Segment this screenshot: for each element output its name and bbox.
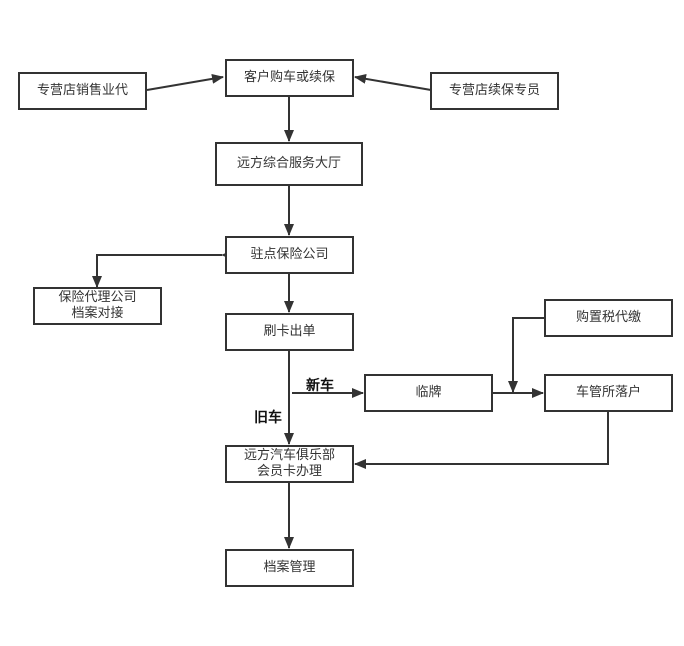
node-purchase-tax: 购置税代缴 [544,299,673,337]
arrow-registration-to-club [354,411,609,469]
node-card-swipe: 刷卡出单 [225,313,354,351]
node-temp-plate: 临牌 [364,374,493,412]
node-club-card: 远方汽车俱乐部 会员卡办理 [225,445,354,483]
arrow-renewal-to-customer [354,73,432,91]
node-service-hall: 远方综合服务大厅 [215,142,363,186]
node-customer: 客户购车或续保 [225,59,354,97]
node-vehicle-registration: 车管所落户 [544,374,673,412]
node-archive-mgmt: 档案管理 [225,549,354,587]
arrow-sales-to-customer [146,73,224,91]
arrow-insurance-agency-link [92,250,233,288]
node-sales-agent: 专营店销售业代 [18,72,147,110]
edge-label-new-car: 新车 [306,378,334,394]
node-agency-archive: 保险代理公司 档案对接 [33,287,162,325]
node-insurance-office: 驻点保险公司 [225,236,354,274]
arrow-tax-to-junction [508,317,545,393]
edge-label-old-car: 旧车 [254,410,282,426]
node-renewal-agent: 专营店续保专员 [430,72,559,110]
